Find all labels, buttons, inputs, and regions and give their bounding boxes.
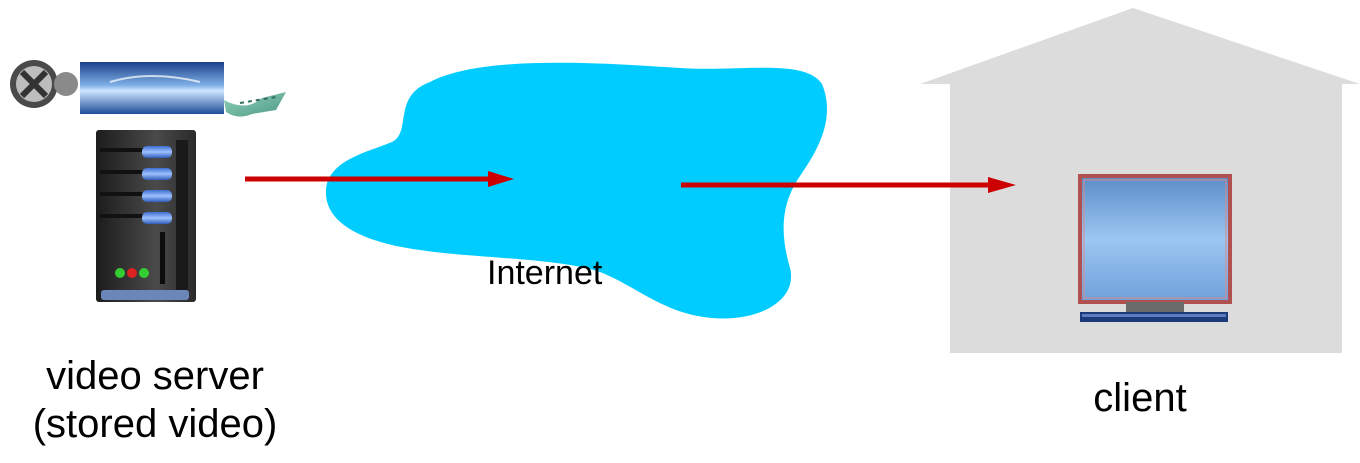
server-tower-icon: [96, 130, 196, 302]
internet-label: Internet: [487, 254, 603, 292]
server-label-line2: (stored video): [32, 402, 278, 446]
internet-cloud: [325, 62, 827, 319]
arrow-server-to-internet: [245, 171, 514, 187]
arrow-internet-to-client: [681, 177, 1016, 193]
film-reel-icon: [10, 60, 286, 117]
server-label-line1: video server: [46, 354, 264, 398]
client-label: client: [1093, 376, 1187, 420]
monitor-icon: [1078, 174, 1232, 322]
server-label: video server (stored video): [0, 352, 310, 448]
